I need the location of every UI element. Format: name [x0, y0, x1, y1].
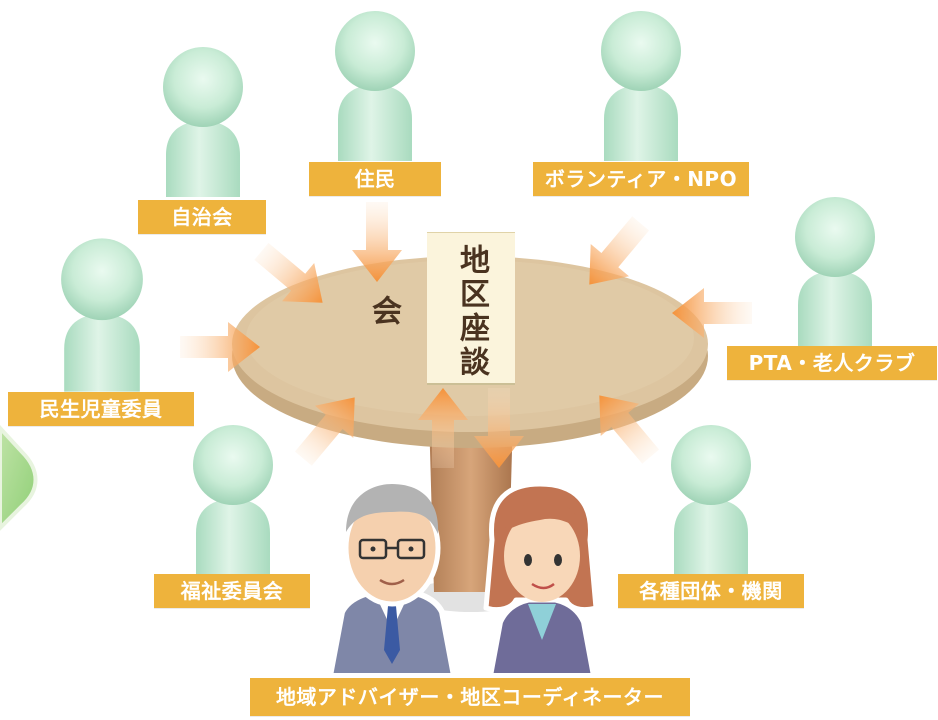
- label-coordinators: 地域アドバイザー・地区コーディネーター: [250, 678, 690, 716]
- person-pta-icon: [795, 197, 875, 347]
- council-sign: 地区座談会: [366, 232, 515, 383]
- label-fukushi: 福祉委員会: [154, 574, 310, 608]
- label-volunteer: ボランティア・NPO: [533, 162, 749, 196]
- person-volunteer-icon: [601, 11, 681, 161]
- label-kakushu: 各種団体・機関: [618, 574, 804, 608]
- person-fukushi-icon: [193, 425, 273, 575]
- person-jumin-icon: [335, 11, 415, 161]
- person-kakushu-icon: [671, 425, 751, 575]
- council-sign-text: 地区座談会: [366, 244, 489, 380]
- label-jichikai: 自治会: [138, 200, 266, 234]
- label-minsei: 民生児童委員: [8, 392, 194, 426]
- person-minsei-icon: [61, 238, 143, 392]
- side-tab-decoration: [0, 425, 38, 531]
- person-jichikai-icon: [163, 47, 243, 197]
- male-adviser-illustration: [327, 484, 457, 679]
- female-coordinator-illustration: [483, 481, 599, 679]
- label-jumin: 住民: [309, 162, 441, 196]
- label-pta: PTA・老人クラブ: [727, 346, 937, 380]
